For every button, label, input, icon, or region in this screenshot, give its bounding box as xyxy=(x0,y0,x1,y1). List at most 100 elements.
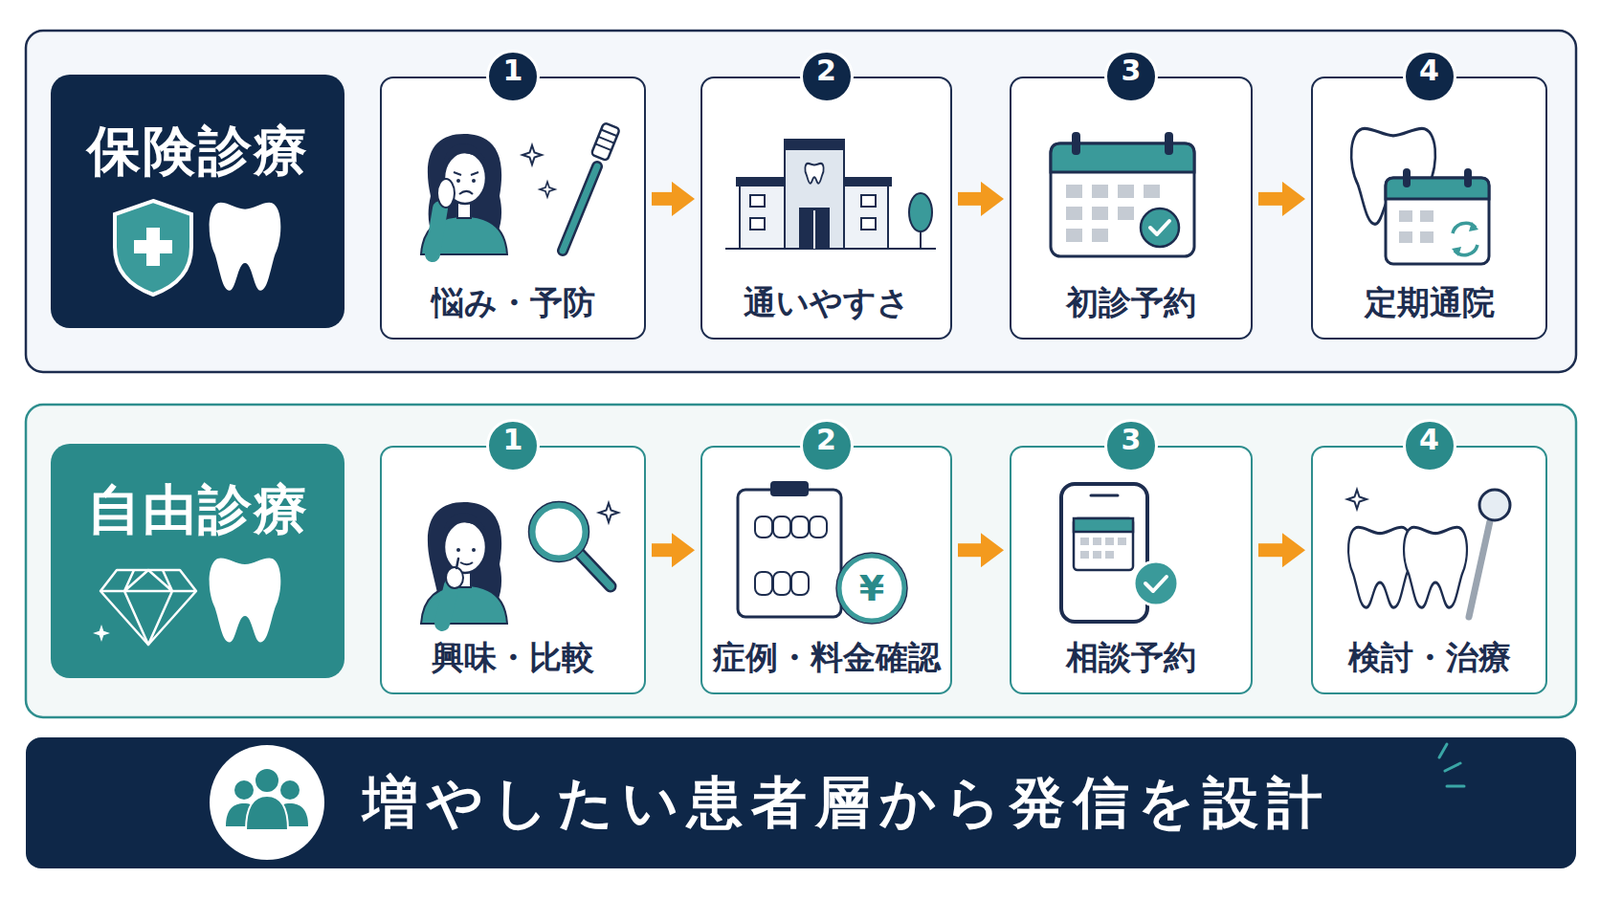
step-number-circle: 3 xyxy=(1104,419,1158,473)
clipboard-icon xyxy=(737,481,908,624)
dental-mirror-icon-part xyxy=(1479,489,1511,521)
diamond-icon-part xyxy=(100,570,197,645)
step-label: 通いやすさ xyxy=(702,282,951,323)
shield-icon-part xyxy=(133,240,173,254)
clinic-icon-part xyxy=(909,193,933,232)
flow-arrow xyxy=(1258,543,1285,557)
thinking-person-icon-part xyxy=(445,567,464,589)
thinking-person-icon-part xyxy=(442,585,452,624)
callout-number: 3 xyxy=(1107,56,1156,86)
callout-number: 4 xyxy=(1405,425,1454,455)
calendar-icon-part-part xyxy=(1117,206,1134,221)
clinic-icon-part xyxy=(813,210,816,249)
clinic-icon-part xyxy=(725,247,936,250)
tooth-icon xyxy=(804,163,823,184)
smartphone-icon-part-part xyxy=(1092,551,1102,559)
step-number-circle: 2 xyxy=(800,419,854,473)
worried-person-icon-part xyxy=(432,208,441,255)
process-box: 通いやすさ2 xyxy=(700,76,953,340)
recurring-calendar-icon-part xyxy=(1385,177,1489,200)
calendar-icon-part-part xyxy=(1066,184,1083,199)
callout-number: 3 xyxy=(1107,425,1156,455)
smartphone-icon-part xyxy=(1073,518,1134,571)
clipboard-icon-part xyxy=(737,489,842,618)
process-box: 悩み・予防1 xyxy=(379,76,646,340)
callout-number: 2 xyxy=(802,425,851,455)
clinic-icon-part xyxy=(750,195,765,207)
callout-number: 1 xyxy=(488,56,537,86)
calendar-icon-part xyxy=(1050,143,1195,257)
worried-person-icon-part xyxy=(457,197,471,219)
flow-arrow xyxy=(651,192,674,206)
clipboard-icon-part-part xyxy=(773,572,791,596)
process-box: 症例・料金確認2 xyxy=(700,445,953,695)
clinic-icon-part xyxy=(736,177,791,186)
callout-number: 4 xyxy=(1405,56,1454,86)
people-icon-part xyxy=(225,803,263,827)
step-number-circle: 2 xyxy=(800,49,854,104)
smartphone-icon-part xyxy=(1073,518,1134,533)
thinking-person-icon xyxy=(421,502,508,624)
calendar-icon-part xyxy=(1140,208,1179,247)
worried-person-icon-part xyxy=(421,216,508,255)
people-icon xyxy=(209,745,325,861)
summary-banner: 増やしたい患者層から発信を設計 xyxy=(25,737,1577,869)
smartphone-icon-part xyxy=(1133,561,1178,606)
smartphone-icon-part xyxy=(1080,537,1127,559)
shield-icon xyxy=(114,200,192,295)
clinic-icon xyxy=(725,139,936,249)
worried-person-icon-part xyxy=(443,143,487,173)
thinking-person-icon-part xyxy=(427,502,502,614)
shield-icon-part xyxy=(146,227,160,267)
people-icon-part xyxy=(280,780,300,800)
sparkle xyxy=(522,145,542,165)
worried-person-icon-part xyxy=(437,178,455,208)
clipboard-icon-part xyxy=(836,553,908,624)
worried-person-icon-part xyxy=(459,191,473,195)
recurring-calendar-icon-part-part xyxy=(1420,231,1434,244)
smartphone-icon-part xyxy=(1145,577,1167,592)
sparkle xyxy=(1347,489,1367,510)
clipboard-icon-part-part xyxy=(791,572,809,596)
recurring-calendar-icon-part xyxy=(1385,177,1489,265)
clinic-icon-part xyxy=(837,177,891,186)
toothbrush-icon-part-part xyxy=(591,122,621,161)
shield-icon-part xyxy=(114,200,192,295)
thinking-person-icon-part xyxy=(421,585,508,624)
toothbrush-icon-part xyxy=(562,166,598,251)
insurance-band xyxy=(25,30,1577,373)
magnifier-icon xyxy=(529,502,612,588)
accent-lines-part xyxy=(1444,763,1461,772)
accent-lines-part xyxy=(1439,744,1447,758)
people-icon-part xyxy=(234,780,254,800)
recurring-calendar-icon-part xyxy=(1454,244,1478,256)
calendar-icon-part-part xyxy=(1066,206,1083,221)
category-box: 自由診療 xyxy=(50,444,345,679)
step-number-circle: 3 xyxy=(1104,49,1158,104)
clipboard-icon-part-part xyxy=(755,516,773,538)
recurring-calendar-icon-part xyxy=(1468,222,1479,232)
sparkle xyxy=(92,624,111,643)
clipboard-icon-part xyxy=(755,516,827,596)
worried-person-icon-part xyxy=(456,178,461,183)
calendar-icon xyxy=(1050,132,1195,257)
people-icon-part xyxy=(254,768,280,794)
people-icon-part xyxy=(245,796,289,831)
clinic-icon-part xyxy=(784,139,845,150)
calendar-icon-part xyxy=(1050,143,1195,173)
recurring-calendar-icon-part xyxy=(1399,210,1434,244)
step-label: 症例・料金確認 xyxy=(702,637,951,678)
clinic-icon-part xyxy=(750,218,765,230)
recurring-calendar-icon-part-part xyxy=(1420,210,1434,223)
sparkle xyxy=(539,181,556,198)
process-box: 初診予約3 xyxy=(1009,76,1253,340)
calendar-icon-part-part xyxy=(1117,184,1134,199)
tooth-icon xyxy=(209,202,282,291)
smartphone-icon-part-part xyxy=(1117,537,1127,546)
category-box: 保険診療 xyxy=(50,74,345,329)
calendar-icon-part-part xyxy=(1066,228,1083,243)
dental-mirror-icon xyxy=(1468,489,1511,618)
thinking-person-icon-part xyxy=(471,548,476,553)
flow-arrow xyxy=(957,543,983,557)
